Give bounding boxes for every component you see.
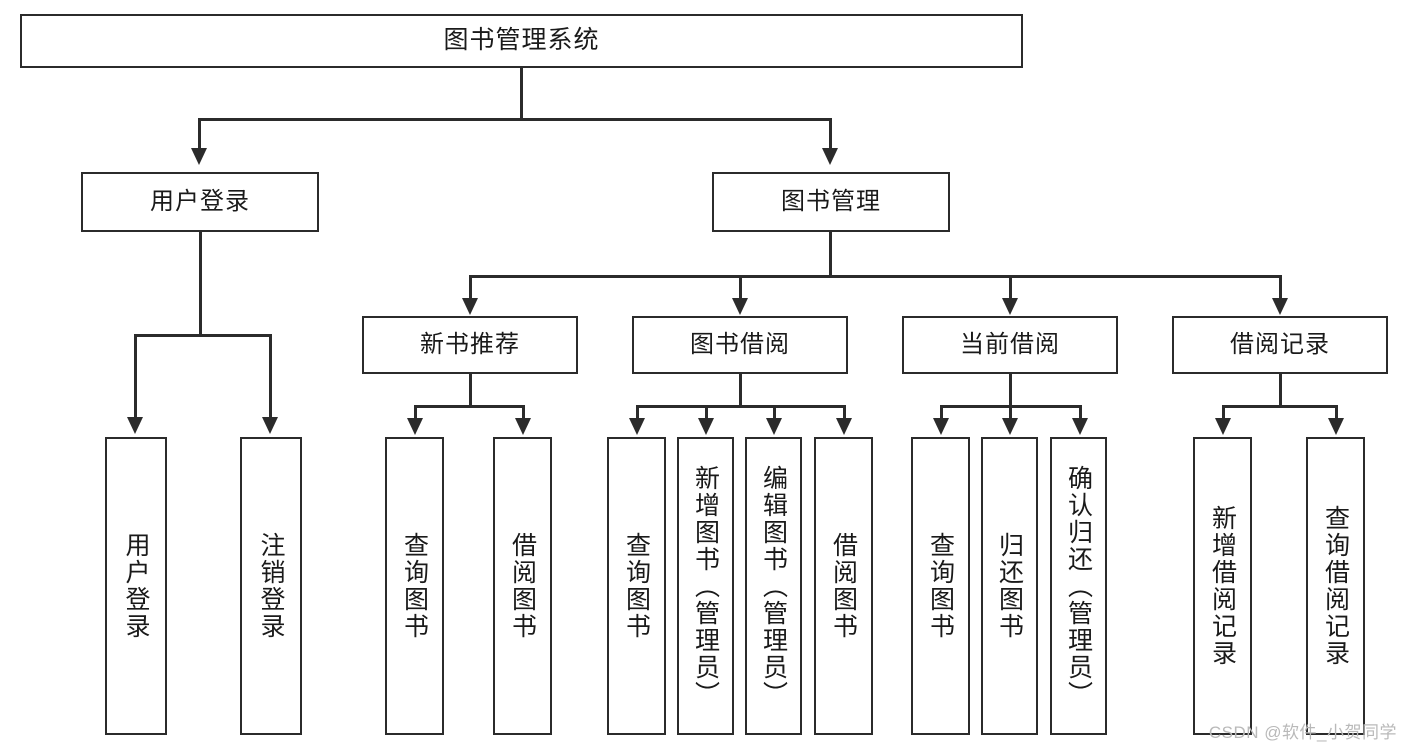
edge-book-mgmt-bus [469, 275, 1281, 278]
node-current-borrow[interactable]: 当前借阅 [902, 316, 1118, 374]
leaf-new-book-query[interactable]: 查询图书 [385, 437, 444, 735]
node-label: 图书管理 [781, 187, 881, 215]
arrow-book-mgmt-child-3 [1002, 298, 1018, 315]
arrow-new-book-child-2 [515, 418, 531, 435]
leaf-current-borrow-confirm[interactable]: 确认归还（管理员） [1050, 437, 1107, 735]
edge-new-book-drop-1 [414, 405, 417, 419]
edge-current-borrow-drop-2 [1009, 405, 1012, 419]
leaf-book-borrow-borrow[interactable]: 借阅图书 [814, 437, 873, 735]
edge-root-stem [520, 68, 523, 120]
arrow-user-login-child-1 [127, 417, 143, 434]
edge-book-borrow-bus [636, 405, 845, 408]
node-label: 新增图书（管理员） [691, 464, 720, 708]
arrow-book-mgmt-child-2 [732, 298, 748, 315]
arrow-book-mgmt-child-1 [462, 298, 478, 315]
arrow-new-book-child-1 [407, 418, 423, 435]
leaf-user-login-login[interactable]: 用户登录 [105, 437, 167, 735]
node-label: 注销登录 [257, 532, 285, 640]
edge-current-borrow-drop-1 [940, 405, 943, 419]
edge-user-login-drop-2 [269, 334, 272, 419]
edge-book-mgmt-drop-4 [1279, 275, 1282, 300]
edge-new-book-stem [469, 374, 472, 407]
edge-book-borrow-drop-4 [843, 405, 846, 419]
edge-user-login-drop-1 [134, 334, 137, 419]
edge-user-login-bus [134, 334, 271, 337]
arrow-user-login-child-2 [262, 417, 278, 434]
arrow-current-borrow-child-3 [1072, 418, 1088, 435]
edge-root-to-book-mgmt [829, 118, 832, 150]
edge-book-borrow-drop-2 [705, 405, 708, 419]
node-label: 借阅图书 [829, 532, 858, 640]
arrow-root-to-user-login [191, 148, 207, 165]
edge-book-mgmt-drop-2 [739, 275, 742, 300]
node-label: 查询图书 [400, 532, 429, 640]
node-label: 借阅图书 [508, 532, 537, 640]
edge-book-mgmt-drop-3 [1009, 275, 1012, 300]
arrow-current-borrow-child-2 [1002, 418, 1018, 435]
arrow-book-borrow-child-4 [836, 418, 852, 435]
node-label: 新增借阅记录 [1208, 505, 1237, 667]
node-root-system[interactable]: 图书管理系统 [20, 14, 1023, 68]
node-user-login[interactable]: 用户登录 [81, 172, 319, 232]
leaf-current-borrow-return[interactable]: 归还图书 [981, 437, 1038, 735]
edge-borrow-record-bus [1222, 405, 1337, 408]
arrow-root-to-book-mgmt [822, 148, 838, 165]
node-label: 图书管理系统 [443, 26, 600, 55]
node-label: 用户登录 [150, 187, 250, 215]
arrow-borrow-record-child-2 [1328, 418, 1344, 435]
leaf-book-borrow-add[interactable]: 新增图书（管理员） [677, 437, 734, 735]
leaf-new-book-borrow[interactable]: 借阅图书 [493, 437, 552, 735]
edge-borrow-record-drop-2 [1335, 405, 1338, 419]
edge-book-borrow-stem [739, 374, 742, 407]
edge-current-borrow-drop-3 [1079, 405, 1082, 419]
leaf-book-borrow-edit[interactable]: 编辑图书（管理员） [745, 437, 802, 735]
node-label: 当前借阅 [960, 330, 1060, 358]
node-label: 归还图书 [995, 532, 1024, 640]
node-label: 图书借阅 [690, 330, 790, 358]
edge-book-mgmt-stem [829, 232, 832, 277]
node-label: 借阅记录 [1230, 330, 1330, 358]
leaf-current-borrow-query[interactable]: 查询图书 [911, 437, 970, 735]
arrow-borrow-record-child-1 [1215, 418, 1231, 435]
edge-borrow-record-stem [1279, 374, 1282, 407]
arrow-book-borrow-child-3 [766, 418, 782, 435]
node-label: 新书推荐 [420, 330, 520, 358]
leaf-user-login-logout[interactable]: 注销登录 [240, 437, 302, 735]
node-label: 确认归还（管理员） [1064, 464, 1093, 708]
node-new-book-recommend[interactable]: 新书推荐 [362, 316, 578, 374]
node-label: 编辑图书（管理员） [759, 464, 788, 708]
arrow-book-mgmt-child-4 [1272, 298, 1288, 315]
edge-book-borrow-drop-3 [773, 405, 776, 419]
edge-root-bus [198, 118, 832, 121]
node-borrow-record[interactable]: 借阅记录 [1172, 316, 1388, 374]
node-label: 查询借阅记录 [1321, 505, 1350, 667]
edge-current-borrow-stem [1009, 374, 1012, 407]
edge-root-to-user-login [198, 118, 201, 150]
node-label: 查询图书 [926, 532, 955, 640]
leaf-borrow-record-query[interactable]: 查询借阅记录 [1306, 437, 1365, 735]
edge-borrow-record-drop-1 [1222, 405, 1225, 419]
node-book-borrow[interactable]: 图书借阅 [632, 316, 848, 374]
node-label: 查询图书 [622, 532, 651, 640]
arrow-current-borrow-child-1 [933, 418, 949, 435]
edge-user-login-stem [199, 232, 202, 336]
arrow-book-borrow-child-1 [629, 418, 645, 435]
node-book-management[interactable]: 图书管理 [712, 172, 950, 232]
leaf-book-borrow-query[interactable]: 查询图书 [607, 437, 666, 735]
edge-new-book-bus [414, 405, 524, 408]
edge-book-borrow-drop-1 [636, 405, 639, 419]
arrow-book-borrow-child-2 [698, 418, 714, 435]
edge-book-mgmt-drop-1 [469, 275, 472, 300]
leaf-borrow-record-add[interactable]: 新增借阅记录 [1193, 437, 1252, 735]
edge-new-book-drop-2 [522, 405, 525, 419]
node-label: 用户登录 [122, 532, 150, 640]
